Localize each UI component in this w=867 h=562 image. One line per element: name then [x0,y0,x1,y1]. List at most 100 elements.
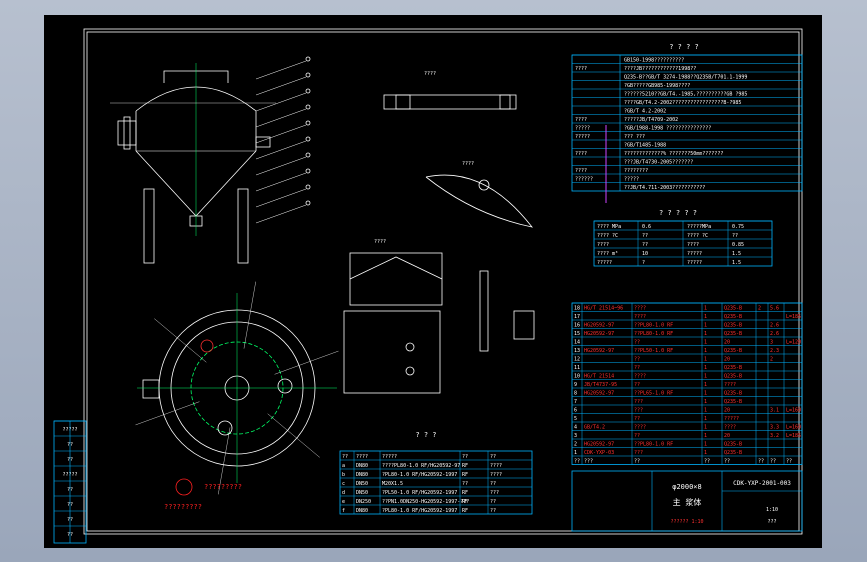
parts-list-cell: 18 [574,306,580,312]
design-data-cell: ????? [597,260,612,266]
design-data-cell: ?? [642,233,648,239]
tech-req-text: ?GB/T 4.2-2002 [624,109,666,115]
nozzle-table-header: ?? [342,454,348,460]
parts-list-cell: 2 [770,357,773,363]
parts-list-cell: 1 [704,331,707,337]
tech-req-title: ? ? ? ? [669,43,699,51]
balloon-marker [305,56,311,62]
design-data-cell: ???? ?C [687,233,708,239]
nozzle-table-cell: ?? [490,481,496,487]
parts-list-cell: Q235-B [724,348,742,354]
nozzle-table-cell: DN80 [356,508,368,514]
design-data-title: ? ? ? ? ? [659,209,697,217]
parts-list-cell: 20 [724,433,730,439]
leader-line [255,76,307,96]
parts-list-cell: 8 [574,391,577,397]
leader-line [255,108,307,128]
parts-list-cell: 1 [704,433,707,439]
parts-list-cell: 9 [574,382,577,388]
tech-req-label: ?????? [575,177,593,183]
leader-line [255,124,307,144]
parts-list-cell: 1 [704,391,707,397]
parts-list-header: ?? [786,459,792,465]
parts-list-header: ?? [724,459,730,465]
design-data-cell: ???? ?C [597,233,618,239]
parts-list-cell: HG20592-97 [584,391,614,397]
parts-list-cell: ??PL80-1.0 RF [634,442,673,448]
nozzle-table-cell: RF [462,499,468,505]
balloon-marker [305,184,311,190]
tech-req-label: ???? [575,151,587,157]
parts-list-cell: ??? [634,408,643,414]
leader-line [255,92,307,112]
parts-list-cell: 1 [704,416,707,422]
scale-label: 1:10 [766,507,778,513]
parts-list-cell: 3.1 [770,408,779,414]
parts-list-cell: JB/T4737-95 [584,382,617,388]
title-block [571,470,803,532]
parts-list-cell: 1 [704,306,707,312]
leg-right [237,188,249,264]
detail-frame-hole [405,366,415,376]
tech-req-text: ?GB/T1485-1988 [624,143,666,149]
parts-list-cell: 20 [724,340,730,346]
drawing-sheet: ??????????????????????????????????? ? ? … [44,15,822,548]
nozzle-table-title: ? ? ? [415,431,436,439]
parts-list-cell: Q235-B [724,399,742,405]
tech-req-label: ???? [575,117,587,123]
parts-list-cell: HG/T 21514~96 [584,306,623,312]
parts-list-cell: L=185 [786,433,801,439]
logo-subtext: ????????? [164,503,202,511]
spec-label: φ2000×8 [672,483,702,491]
detail-bracket [513,310,535,340]
parts-list-cell: 1 [704,348,707,354]
balloon-marker [305,168,311,174]
parts-list-cell: ???? [634,314,646,320]
parts-list-cell: Q235-B [724,323,742,329]
leader-line [255,156,307,176]
tech-req-text: ????? [624,177,639,183]
parts-list-cell: ??PL50-1.0 RF [634,348,673,354]
balloon-marker [305,104,311,110]
tech-req-label: ???? [575,168,587,174]
tech-req-text: ?????JB/T4709-2002 [624,117,678,123]
parts-list-cell: 2.6 [770,323,779,329]
parts-list-cell: 10 [574,374,580,380]
tech-req-text: ???JB/T4730-2005??????? [624,160,693,166]
drawing-number: CDK-YXP-2001-003 [733,480,791,487]
nozzle-table-cell: DN80 [356,463,368,469]
detail-plate-bolt [499,94,511,110]
parts-list-cell: 3.3 [770,425,779,431]
parts-list-cell: 1 [704,323,707,329]
parts-list-cell: Q235-B [724,331,742,337]
parts-list-cell: Q235-B [724,442,742,448]
parts-list-cell: L=160 [786,425,801,431]
tech-req-label: ????? [575,126,590,132]
parts-list-cell: 1 [704,365,707,371]
parts-list-cell: HG20592-97 [584,348,614,354]
nozzle-table-cell: d [342,490,345,496]
nozzle-table-cell: a [342,463,345,469]
parts-list-cell: ???? [724,382,736,388]
tech-req-label: ????? [575,134,590,140]
parts-list-cell: Q235-B [724,314,742,320]
nozzle-table-header: ????? [382,454,397,460]
tech-req-text: ?GB/1988-1998 ??????????????? [624,126,711,132]
parts-list-cell: 4 [574,425,577,431]
parts-list-cell: 1 [704,340,707,346]
nozzle-table-cell: ????PL80-1.0 RF/HG20592-97 [382,463,460,469]
leader-line [255,172,307,192]
nozzle-table-header: ?? [462,454,468,460]
design-data-cell: ?????MPa [687,224,711,230]
plan-nozzle-c [200,339,214,353]
parts-list-cell: 5 [574,416,577,422]
parts-list-cell: 1 [704,382,707,388]
parts-list-cell: HG20592-97 [584,442,614,448]
design-data-cell: ???? [687,242,699,248]
plan-nozzle-b [217,420,233,436]
outer-frame [83,28,803,535]
balloon-marker [305,72,311,78]
nozzle-table-header: ???? [356,454,368,460]
parts-list-cell: 7 [574,399,577,405]
